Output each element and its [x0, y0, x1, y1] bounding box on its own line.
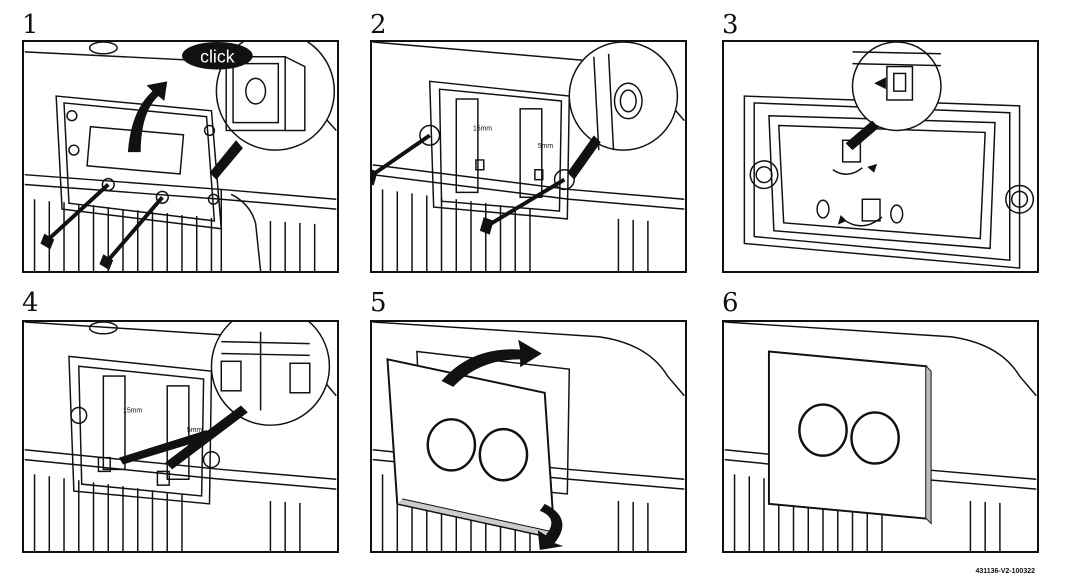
step-1-illustration: click — [24, 42, 337, 271]
step-6-panel — [722, 320, 1039, 553]
step-number-6: 6 — [722, 288, 739, 318]
step-1-panel: click — [22, 40, 339, 273]
step-3-illustration — [743, 42, 1035, 269]
step-number-1: 1 — [22, 10, 39, 40]
step-2-illustration: 15mm 5mm — [372, 42, 685, 271]
step-number-2: 2 — [370, 10, 387, 40]
step-5-panel — [370, 320, 687, 553]
step-number-5: 5 — [370, 288, 387, 318]
step-3-panel — [722, 40, 1039, 273]
step-number-4: 4 — [22, 288, 39, 318]
5mm-label: 5mm — [187, 427, 203, 434]
click-label: click — [200, 47, 235, 67]
15mm-label: 15mm — [473, 125, 492, 132]
step-5-illustration — [372, 322, 685, 551]
step-4-illustration: 15mm 5mm — [24, 322, 337, 551]
step-6-illustration — [724, 322, 1037, 551]
step-number-3: 3 — [722, 10, 739, 40]
document-id: 431136-V2-100322 — [975, 568, 1035, 575]
step-2-panel: 15mm 5mm — [370, 40, 687, 273]
5mm-label: 5mm — [538, 143, 554, 150]
15mm-label: 15mm — [123, 407, 142, 414]
step-4-panel: 15mm 5mm — [22, 320, 339, 553]
